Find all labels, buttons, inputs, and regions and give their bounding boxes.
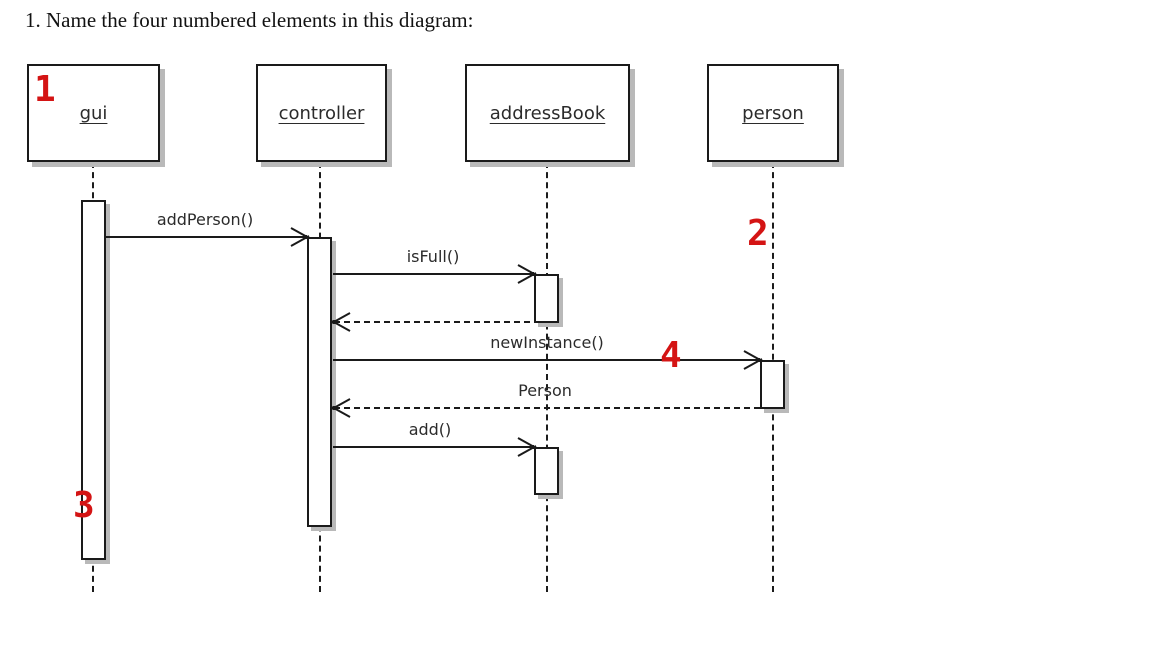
gui-activation-bar xyxy=(81,200,106,560)
marker-3-activation-bar: 3 xyxy=(73,485,95,526)
actor-box-person: person xyxy=(707,64,839,162)
addperson-message-label: addPerson() xyxy=(156,210,254,229)
isfull-message-label: isFull() xyxy=(406,247,460,266)
addressbook-activation-bar-2 xyxy=(534,447,559,495)
isfull-return-arrow xyxy=(331,312,534,332)
actor-box-controller: controller xyxy=(256,64,387,162)
person-return-label: Person xyxy=(518,381,572,400)
newinstance-call-arrow xyxy=(333,350,763,370)
controller-activation-bar xyxy=(307,237,332,527)
addressbook-lifeline xyxy=(546,162,548,592)
actor-box-addressbook: addressBook xyxy=(465,64,630,162)
person-activation-bar xyxy=(760,360,785,409)
add-message-label: add() xyxy=(408,420,452,439)
marker-4-message-arrow: 4 xyxy=(660,335,682,376)
addressbook-activation-bar-1 xyxy=(534,274,559,323)
question-title: 1. Name the four numbered elements in th… xyxy=(25,8,474,32)
actor-label-person: person xyxy=(742,102,804,124)
addperson-call-arrow xyxy=(106,227,310,247)
actor-label-gui: gui xyxy=(79,102,108,124)
actor-label-controller: controller xyxy=(278,102,365,124)
actor-box-gui: gui xyxy=(27,64,160,162)
isfull-call-arrow xyxy=(333,264,537,284)
newinstance-message-label: newInstance() xyxy=(490,333,604,352)
person-return-arrow xyxy=(331,398,760,418)
actor-label-addressbook: addressBook xyxy=(489,102,606,124)
add-call-arrow xyxy=(333,437,537,457)
marker-1-object-box: 1 xyxy=(34,69,56,110)
marker-2-lifeline: 2 xyxy=(747,213,769,254)
